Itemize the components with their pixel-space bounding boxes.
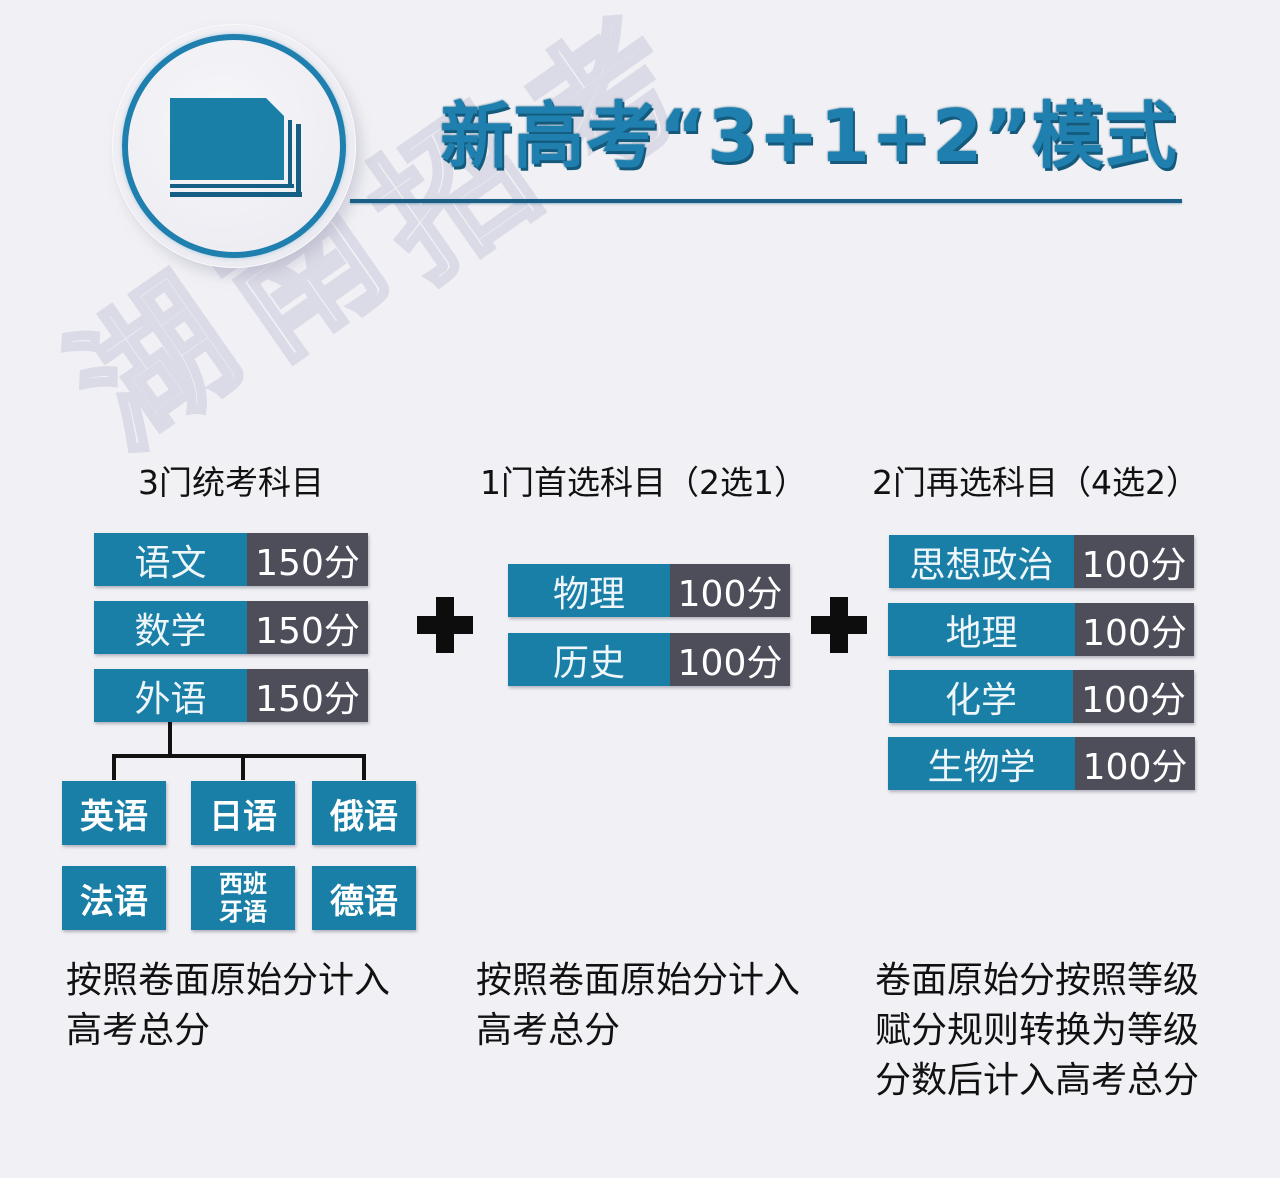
note-line: 按照卷面原始分计入 [476,960,801,1001]
scoring-note-compulsory: 按照卷面原始分计入 高考总分 [66,956,390,1056]
column-header-primary-elective: 1门首选科目（2选1） [480,463,807,502]
subject-row: 语文 150分 [94,533,368,586]
subject-name: 语文 [94,533,247,586]
badge-ring [122,34,346,258]
subject-row: 生物学 100分 [888,737,1195,790]
subject-score: 150分 [247,669,368,722]
note-line: 高考总分 [66,1010,211,1051]
subject-score: 100分 [670,564,790,617]
page-title: 新高考“3+1+2”模式 [440,94,1178,178]
language-box-russian: 俄语 [312,781,416,845]
language-label-line2: 牙语 [219,898,267,926]
subject-row: 物理 100分 [508,564,790,617]
tree-connector [168,722,172,756]
subject-name: 化学 [889,670,1073,723]
subject-name: 历史 [508,633,670,686]
subject-row: 历史 100分 [508,633,790,686]
subject-row: 数学 150分 [94,601,368,654]
note-line: 赋分规则转换为等级 [875,1010,1200,1051]
note-line: 按照卷面原始分计入 [66,960,391,1001]
subject-row: 思想政治 100分 [889,535,1194,588]
subject-row: 化学 100分 [889,670,1194,723]
tree-connector [112,754,116,780]
subject-score: 100分 [1075,603,1194,656]
subject-row: 地理 100分 [888,603,1194,656]
document-stack-icon [170,98,302,197]
subject-name: 地理 [888,603,1075,656]
scoring-note-secondary-elective: 卷面原始分按照等级 赋分规则转换为等级 分数后计入高考总分 [875,956,1199,1106]
subject-score: 150分 [247,533,368,586]
subject-score: 100分 [1073,670,1194,723]
column-header-compulsory: 3门统考科目 [138,463,324,502]
subject-name: 思想政治 [889,535,1074,588]
subject-score: 100分 [1075,737,1195,790]
column-header-secondary-elective: 2门再选科目（4选2） [872,463,1199,502]
note-line: 分数后计入高考总分 [875,1060,1200,1101]
language-box-french: 法语 [62,866,166,930]
tree-connector [241,754,245,780]
language-box-spanish: 西班 牙语 [191,866,295,930]
language-label-line1: 西班 [219,870,267,898]
tree-connector [362,754,366,780]
subject-name: 物理 [508,564,670,617]
subject-name: 外语 [94,669,247,722]
note-line: 卷面原始分按照等级 [875,960,1200,1001]
subject-row: 外语 150分 [94,669,368,722]
watermark-char: 湖 [41,248,269,482]
subject-score: 100分 [670,633,790,686]
title-underline [350,199,1182,203]
language-box-english: 英语 [62,781,166,845]
language-box-german: 德语 [312,866,416,930]
header-badge [112,24,356,268]
plus-icon [811,597,867,653]
subject-name: 数学 [94,601,247,654]
scoring-note-primary-elective: 按照卷面原始分计入 高考总分 [476,956,800,1056]
subject-score: 100分 [1074,535,1194,588]
plus-icon [417,597,473,653]
note-line: 高考总分 [476,1010,621,1051]
tree-connector [112,754,366,758]
subject-score: 150分 [247,601,368,654]
language-box-japanese: 日语 [191,781,295,845]
subject-name: 生物学 [888,737,1075,790]
